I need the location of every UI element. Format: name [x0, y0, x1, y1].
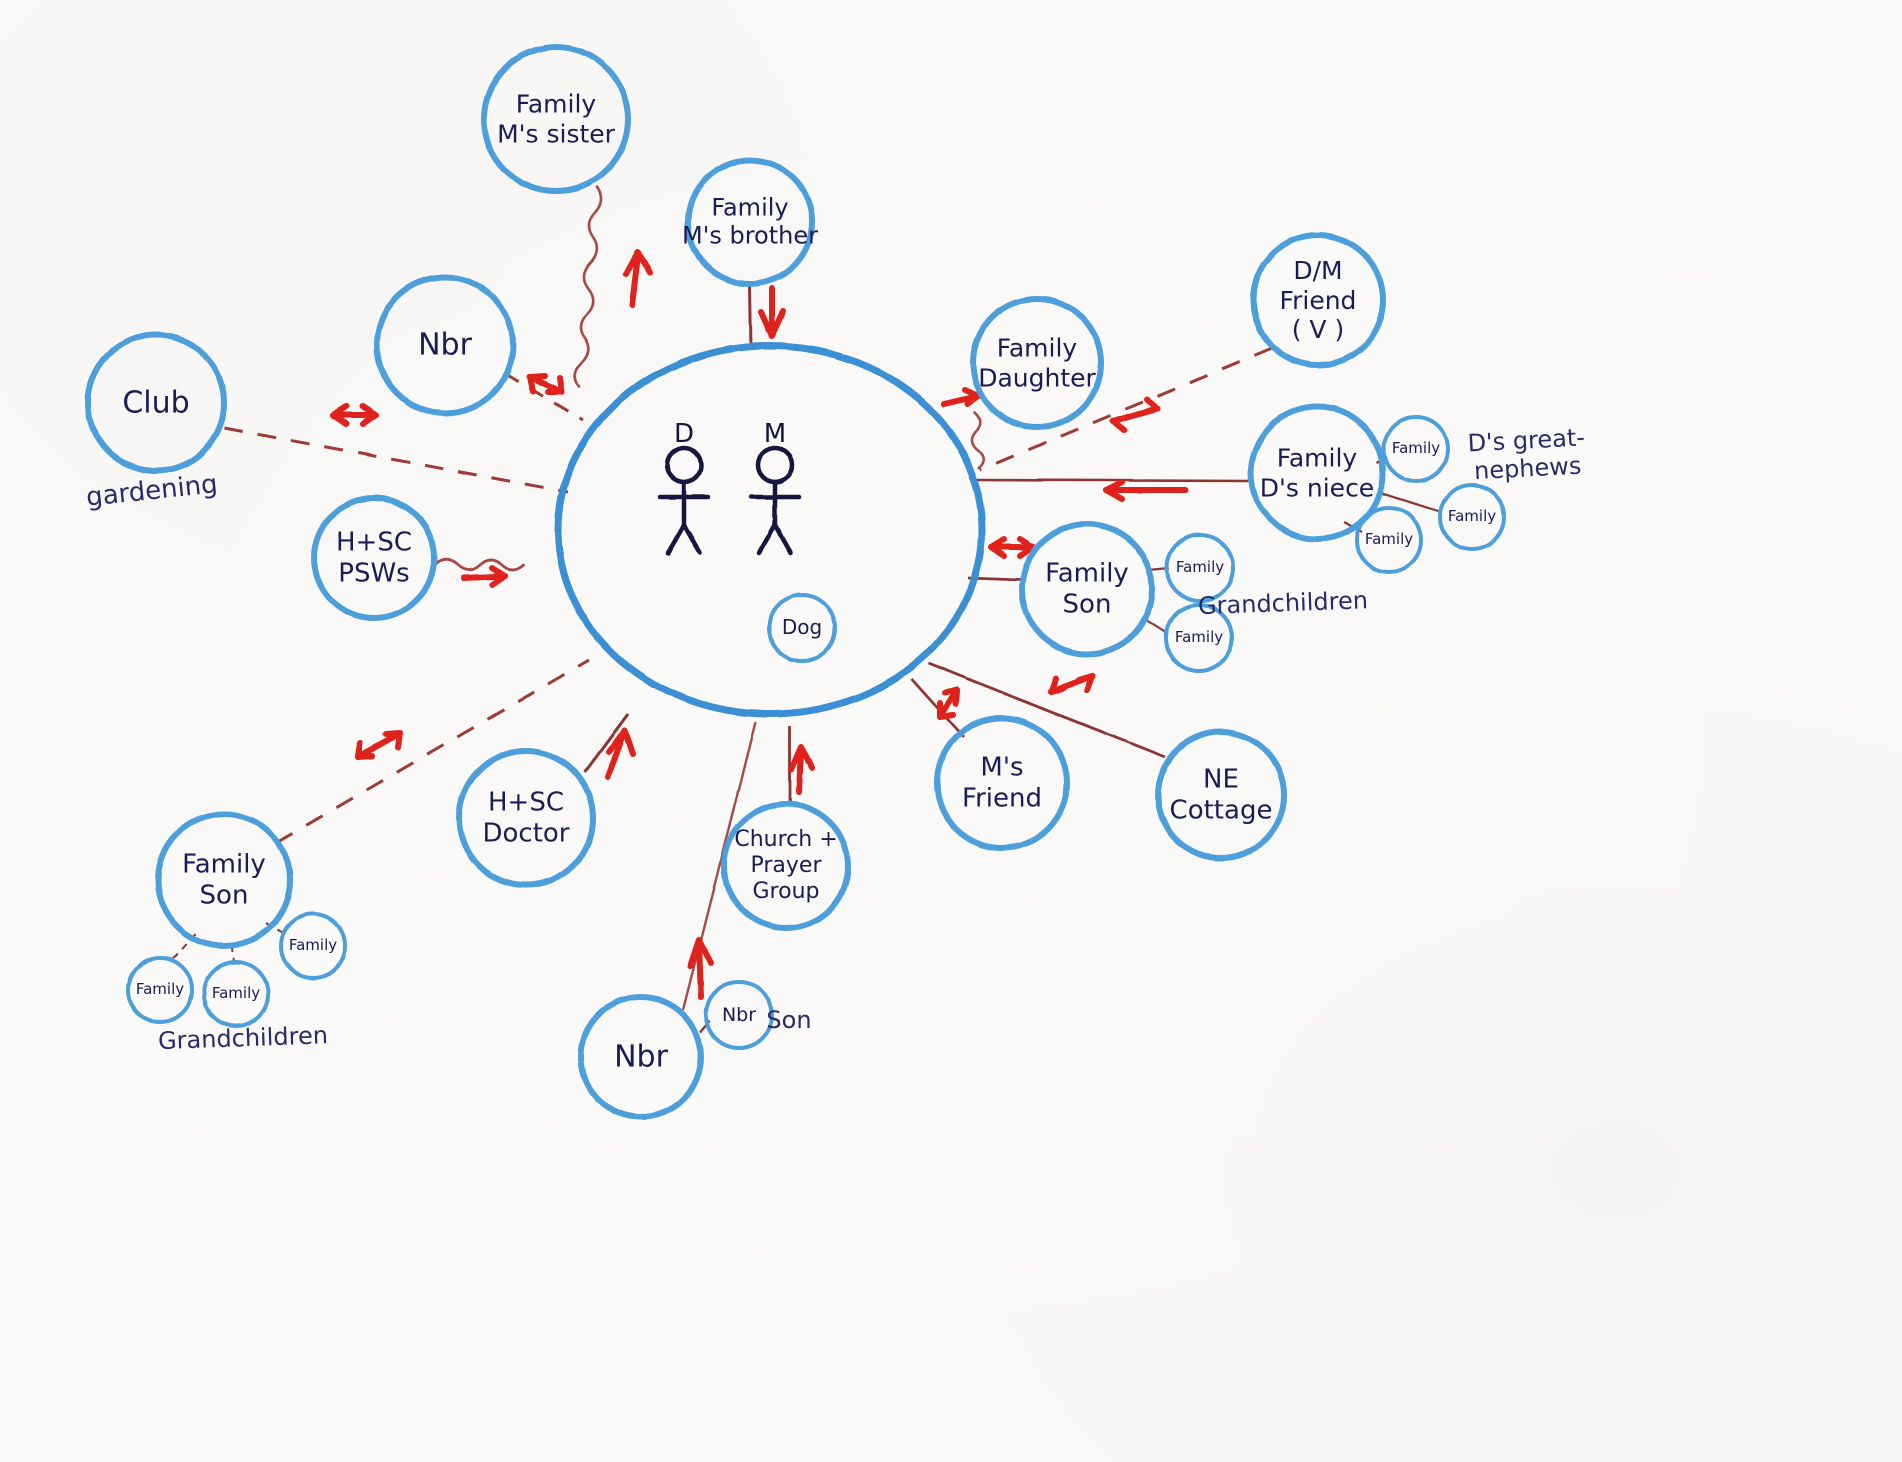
arrow-layer: [330, 249, 1189, 1000]
link-hsc-psws: [434, 558, 526, 572]
link-dm-friend: [979, 346, 1273, 472]
node-circle-family-ds-niece[interactable]: [1248, 404, 1386, 542]
arrow-bi-club: [330, 403, 379, 427]
node-circle-family-right-b[interactable]: [1164, 603, 1234, 673]
stick-figure-d: [657, 445, 711, 556]
node-circle-family-niece-b[interactable]: [1438, 483, 1506, 551]
link-son-right-b: [1145, 619, 1169, 635]
arrow-bi-nbr-top: [527, 373, 565, 395]
arrow-up-ms-sister: [623, 249, 653, 308]
arrow-bi-family-son-left: [355, 730, 403, 760]
free-label-nbr-son-label: Son: [766, 1006, 812, 1035]
figure-label-d: D: [673, 419, 695, 449]
free-label-ds-great-nephews: D's great- nephews: [1466, 423, 1586, 485]
node-circle-layer: [85, 44, 1506, 1120]
link-hsc-doctor: [583, 713, 630, 773]
arrow-up-nbr-son: [687, 937, 714, 1000]
node-circle-nbr-bottom[interactable]: [578, 994, 704, 1120]
stick-figure-m: [748, 445, 802, 556]
node-circle-nbr-top[interactable]: [374, 274, 516, 416]
link-ms-sister: [573, 184, 603, 389]
arrow-down-ms-brother: [758, 285, 786, 339]
link-nbr-top: [504, 371, 584, 422]
arrow-up-doctor: [605, 727, 636, 780]
node-circle-family-left-c[interactable]: [126, 956, 194, 1024]
link-club: [223, 426, 569, 494]
link-nbr-bottom: [681, 721, 758, 1011]
arrow-bi-family-son-right: [988, 536, 1036, 559]
link-niece-b: [1377, 490, 1442, 514]
node-circle-ms-friend[interactable]: [934, 715, 1070, 851]
link-ne-cottage: [927, 661, 1166, 759]
node-circle-family-ms-sister[interactable]: [481, 44, 631, 194]
node-circle-club[interactable]: [85, 332, 227, 474]
node-circle-hsc-psws[interactable]: [311, 495, 437, 621]
node-circle-dog[interactable]: [767, 593, 837, 663]
node-circle-dm-friend[interactable]: [1250, 232, 1386, 368]
node-circle-nbr-son[interactable]: [704, 980, 774, 1050]
node-circle-family-right-a[interactable]: [1165, 533, 1235, 603]
node-circle-family-left-a[interactable]: [279, 912, 347, 980]
node-circle-family-left-b[interactable]: [202, 960, 270, 1028]
node-circle-family-son-right[interactable]: [1019, 521, 1155, 657]
node-circle-family-niece-c[interactable]: [1355, 506, 1423, 574]
arrow-up-church: [788, 744, 815, 795]
node-circle-family-ms-brother[interactable]: [685, 157, 815, 287]
link-ms-brother: [748, 283, 753, 351]
node-circle-family-son-left[interactable]: [155, 811, 293, 949]
arrow-bi-ms-friend: [937, 687, 960, 720]
link-family-son-left: [275, 658, 590, 845]
link-ds-niece: [974, 478, 1252, 483]
arrow-bi-dm-friend: [1110, 397, 1161, 433]
node-circle-church-prayer[interactable]: [721, 801, 851, 931]
link-family-daughter: [970, 410, 986, 470]
node-circle-family-daughter[interactable]: [970, 296, 1104, 430]
node-circle-hsc-doctor[interactable]: [456, 748, 596, 888]
node-circle-ne-cottage[interactable]: [1155, 729, 1287, 861]
node-circle-family-niece-a[interactable]: [1382, 415, 1450, 483]
arrow-left-niece: [1103, 479, 1189, 502]
arrow-right-daughter: [941, 387, 981, 407]
figure-label-m: M: [763, 419, 787, 449]
arrow-bi-ne-cottage: [1048, 673, 1095, 695]
household-boundary: [554, 342, 986, 718]
arrow-right-psws: [461, 565, 508, 588]
